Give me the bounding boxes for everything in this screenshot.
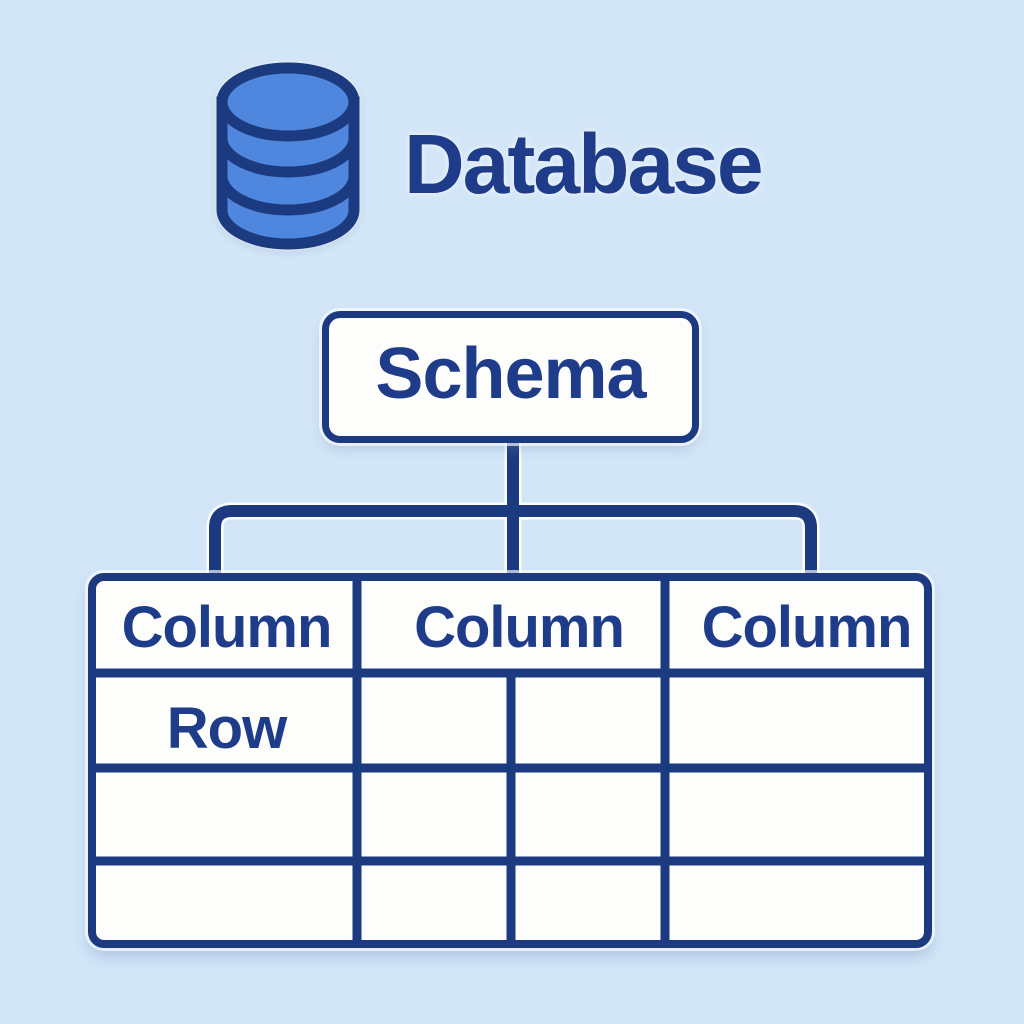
table-cell — [519, 681, 673, 776]
table-cell — [673, 869, 940, 948]
database-title: Database — [404, 116, 764, 211]
schema-table: Column Column Column Row — [88, 573, 932, 948]
table-cell — [519, 869, 673, 948]
table-cell — [365, 776, 519, 869]
table-cell — [673, 681, 940, 776]
connector-branch-bar — [209, 505, 817, 578]
schema-label: Schema — [375, 334, 646, 414]
table-cell — [88, 776, 365, 869]
table-grid-lines — [88, 573, 932, 948]
database-icon — [216, 62, 360, 250]
table-header-cell: Column — [121, 594, 333, 660]
table-cell-row-label: Row — [166, 696, 287, 761]
table-header-cell: Column — [701, 594, 913, 660]
table-cell — [365, 869, 519, 948]
table-cell — [88, 869, 365, 948]
table-cell — [365, 681, 519, 776]
table-cell — [519, 776, 673, 869]
table-header-cell: Column — [414, 594, 625, 660]
schema-box: Schema — [322, 311, 699, 443]
table-cell — [673, 776, 940, 869]
